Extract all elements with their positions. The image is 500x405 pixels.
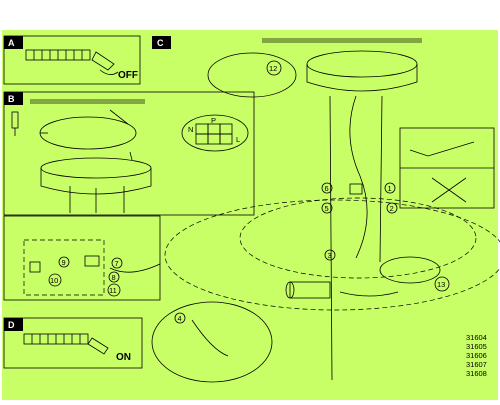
svg-text:6: 6	[325, 184, 329, 193]
spotlight-head	[285, 256, 441, 299]
terminal-grid-icon: N P L	[188, 116, 240, 145]
canopy-cross-section	[40, 157, 152, 213]
step-badge-11: 11	[107, 283, 121, 297]
model-code: 31608	[466, 369, 487, 378]
bulb-inset	[3, 215, 161, 301]
plug-connector	[29, 261, 41, 273]
model-code: 31605	[466, 342, 487, 351]
svg-text:10: 10	[50, 276, 58, 285]
screwdriver-icon	[109, 109, 129, 125]
svg-text:8: 8	[112, 273, 116, 282]
panel-c: C	[151, 36, 500, 383]
wire-label-l: L	[236, 135, 240, 144]
model-code: 31606	[466, 351, 487, 360]
panel-d-state: ON	[116, 352, 131, 363]
step-badge-10: 10	[48, 273, 62, 287]
wire-label-n: N	[188, 125, 193, 134]
panel-a-tag: A	[8, 38, 15, 48]
step-badges: 1 2 3 4 5 6 7 8 9 10 11 12 13	[48, 60, 450, 324]
height-adjuster	[349, 183, 363, 195]
svg-text:7: 7	[115, 259, 119, 268]
suspension-cable-1	[329, 95, 333, 381]
ceiling-canopy	[306, 50, 418, 92]
step-badge-1: 1	[384, 182, 396, 194]
wire-label-p: P	[211, 116, 216, 125]
step-badge-7: 7	[111, 257, 123, 269]
svg-text:5: 5	[325, 204, 329, 213]
hand-icon	[91, 51, 115, 71]
step-badge-12: 12	[266, 60, 282, 76]
panel-d-tag: D	[8, 320, 15, 330]
rotate-arrow-icon	[99, 69, 119, 75]
switch-icon	[87, 337, 109, 355]
svg-text:11: 11	[109, 286, 117, 295]
cross-mark-icon	[431, 177, 467, 203]
panel-b: B N P L	[3, 91, 255, 216]
svg-text:12: 12	[269, 64, 277, 73]
panel-a: A OFF	[3, 35, 141, 85]
canopy-zoom-circle	[207, 52, 297, 98]
svg-text:9: 9	[62, 258, 66, 267]
step-badge-9: 9	[58, 256, 70, 268]
step-badge-8: 8	[108, 271, 120, 283]
arm-detail-circle	[151, 301, 273, 383]
panel-b-tag: B	[8, 94, 15, 104]
check-panel	[399, 127, 495, 209]
svg-text:1: 1	[388, 184, 392, 193]
step-badge-3: 3	[324, 249, 336, 261]
terminal-zoom-circle	[181, 114, 249, 152]
lamp-ring-path-outer	[164, 199, 500, 311]
power-cord	[349, 95, 368, 259]
step-badge-2: 2	[386, 202, 398, 214]
check-mark-icon	[409, 141, 475, 157]
step-badge-4: 4	[174, 312, 186, 324]
socket-ring	[84, 255, 100, 267]
model-code: 31607	[466, 360, 487, 369]
screw-icon	[11, 111, 19, 136]
panel-a-state: OFF	[118, 70, 138, 81]
terminal-block-icon	[25, 49, 91, 61]
step-badge-6: 6	[321, 182, 333, 194]
suspension-cable-2	[379, 95, 383, 263]
svg-text:13: 13	[437, 280, 445, 289]
step-badge-13: 13	[434, 276, 450, 292]
lamp-ring-path	[239, 197, 477, 279]
panel-c-tag: C	[157, 38, 164, 48]
svg-text:3: 3	[328, 251, 332, 260]
svg-text:4: 4	[178, 314, 182, 323]
step-badge-5: 5	[321, 202, 333, 214]
panel-d: D ON	[3, 317, 143, 369]
model-code: 31604	[466, 333, 487, 342]
model-code-list: 31604 31605 31606 31607 31608	[466, 333, 487, 378]
terminal-block-icon	[23, 333, 89, 345]
svg-text:2: 2	[390, 204, 394, 213]
